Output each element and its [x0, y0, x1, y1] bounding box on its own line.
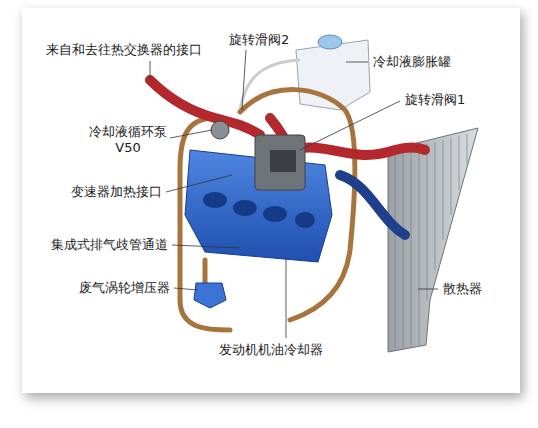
leader-lines: [150, 50, 438, 338]
turbo-callout: 废气涡轮增压器: [78, 280, 171, 296]
card: [22, 8, 520, 393]
tank-cap: [318, 35, 342, 49]
pump-callout: 冷却液循环泵 V50: [86, 124, 170, 156]
port-callout: 来自和去往热交换器的接口: [45, 42, 203, 58]
radiator-fins: [395, 134, 467, 348]
tank-callout: 冷却液膨胀罐: [372, 54, 452, 70]
cooler-callout: 发动机机油冷却器: [218, 342, 324, 358]
valve-callout: 旋转滑阀1: [404, 92, 466, 108]
pump: [211, 121, 229, 139]
radiator-callout: 散热器: [442, 281, 483, 297]
port-callout: 变速器加热接口: [70, 184, 163, 200]
return-hose: [340, 175, 405, 235]
turbocharger: [194, 283, 226, 308]
rotary-valve-housing: [255, 135, 305, 190]
coolant-pipes: [180, 90, 355, 330]
manifold-ports: [203, 192, 315, 228]
valve-actuator: [270, 150, 296, 172]
manifold-callout: 集成式排气歧管通道: [50, 237, 169, 253]
radiator: [388, 128, 478, 352]
valve-callout: 旋转滑阀2: [228, 32, 290, 48]
